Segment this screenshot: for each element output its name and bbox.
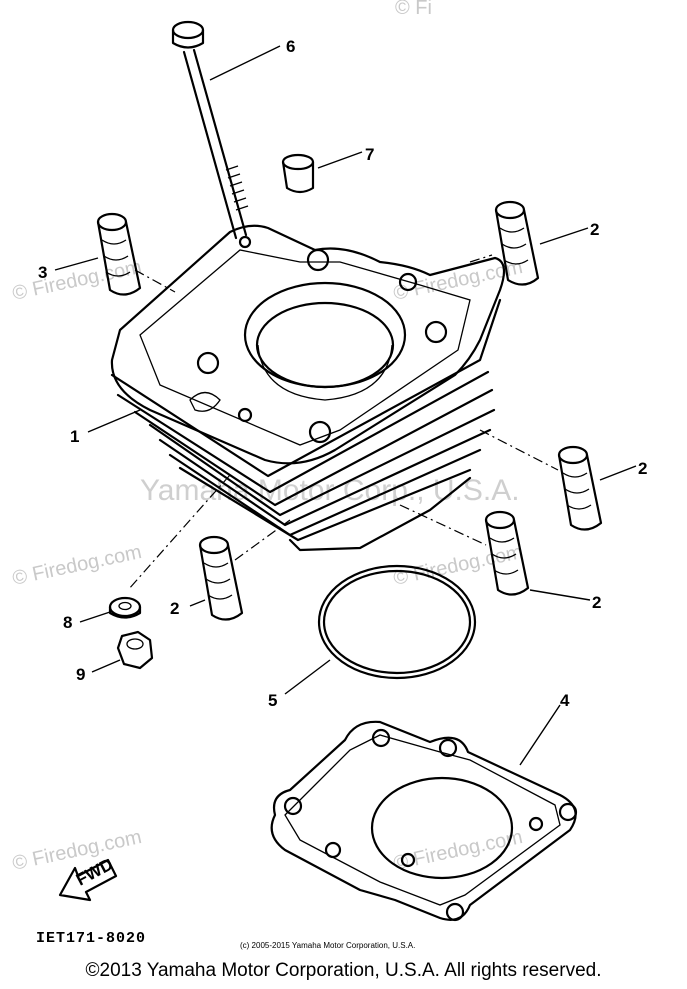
watermark-firedog-3: © Firedog.com [10, 541, 143, 590]
callout-2-top-right: 2 [590, 220, 599, 239]
callout-1: 1 [70, 427, 79, 446]
part-8-washer [108, 596, 142, 619]
part-2-stud-pipe-right [557, 445, 603, 531]
watermark-firedog-top: © Fi [395, 0, 432, 19]
part-2-stud-pipe-lower-right [484, 510, 530, 596]
callout-5: 5 [268, 691, 277, 710]
part-2-stud-pipe-left [198, 535, 244, 621]
part-5-o-ring [317, 564, 477, 680]
diagram-code: IET171-8020 [36, 930, 146, 947]
callout-2-left: 2 [170, 599, 179, 618]
part-1-cylinder [110, 224, 506, 552]
watermark-firedog-5: © Firedog.com [10, 826, 143, 875]
callout-3: 3 [38, 263, 47, 282]
callout-9: 9 [76, 665, 85, 684]
part-4-cylinder-gasket [270, 720, 578, 922]
callout-2-lower-right: 2 [592, 593, 601, 612]
part-3-stud-pipe [96, 212, 142, 296]
parts-diagram: © Firedog.com © Firedog.com © Firedog.co… [10, 0, 647, 950]
leader-lines [54, 45, 637, 766]
watermarks: © Firedog.com © Firedog.com © Firedog.co… [10, 0, 524, 875]
part-6-cylinder-bolt [171, 20, 249, 240]
footer-copyright: ©2013 Yamaha Motor Corporation, U.S.A. A… [85, 960, 602, 981]
watermark-firedog-4: © Firedog.com [391, 541, 524, 590]
callout-2-right: 2 [638, 459, 647, 478]
part-9-nut [116, 630, 154, 670]
callout-6: 6 [286, 37, 295, 56]
small-copyright: (c) 2005-2015 Yamaha Motor Corporation, … [240, 941, 415, 950]
callout-7: 7 [365, 145, 374, 164]
callouts: 6 7 2 3 1 2 2 2 8 9 5 4 [38, 37, 647, 710]
part-2-stud-pipe-top-right [494, 200, 540, 286]
part-7-dowel-pin [281, 153, 315, 194]
alignment-lines [127, 254, 559, 591]
callout-4: 4 [560, 691, 570, 710]
callout-8: 8 [63, 613, 72, 632]
